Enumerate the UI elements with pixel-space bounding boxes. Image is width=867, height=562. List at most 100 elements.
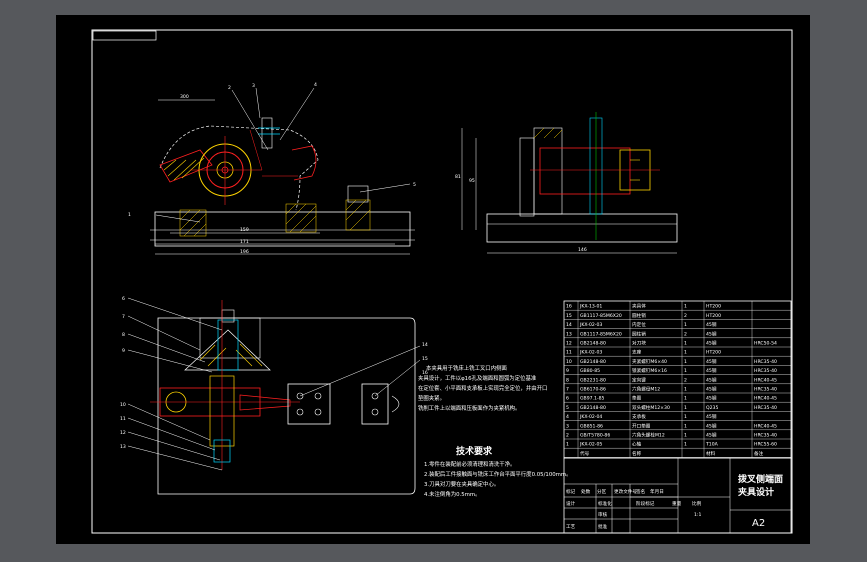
tb-label-design: 设计	[566, 500, 576, 507]
bom-cell-name: 锁紧螺钉M6×16	[632, 367, 667, 374]
bom-cell-note: HRC55-60	[754, 442, 777, 448]
bom-cell-qty: 1	[684, 359, 687, 365]
bom-cell-no: 4	[566, 414, 569, 420]
bom-cell-name: 圆柱销	[632, 330, 646, 337]
bom-cell-qty: 1	[684, 433, 687, 439]
tb-label-sign: 签名	[636, 488, 645, 495]
tb-label-standard: 标准化	[598, 500, 612, 507]
notes-block: 本夹具用于铣床上铣工叉口内侧面 夹具设计，工件以φ16孔及端面和圆弧为定位基准 …	[418, 364, 547, 412]
bom-cell-name: 开口垫圈	[632, 422, 651, 429]
balloon-p16: 16	[422, 370, 428, 376]
tb-label-zone: 分区	[597, 488, 607, 495]
dim-146: 146	[578, 247, 587, 253]
balloon-p14: 14	[422, 342, 428, 348]
bom-cell-name: 六角螺母M12	[632, 386, 660, 393]
bom-cell-material: 45钢	[706, 376, 717, 383]
dim-159: 159	[240, 227, 249, 233]
bom-cell-code: GB1117-85M6X20	[580, 331, 622, 337]
dim-171: 171	[240, 239, 249, 245]
drawing-sheet	[56, 15, 810, 544]
balloon-p11: 11	[120, 416, 126, 422]
bom-cell-material: HT200	[706, 313, 721, 319]
tech-item-2: 2.装配后工件接触面与铣床工作台平面平行度0.05/100mm。	[424, 470, 572, 478]
bom-cell-code: GB1117-85M6X20	[580, 313, 622, 319]
bom-cell-material: 45钢	[706, 367, 717, 374]
bom-cell-note: HRC35-40	[754, 368, 777, 374]
bom-cell-no: 8	[566, 377, 569, 383]
bom-cell-code: GB97.1-85	[580, 396, 605, 402]
bom-cell-name: 对刀块	[632, 340, 646, 347]
base-plate	[154, 211, 411, 247]
bom-cell-qty: 1	[684, 414, 687, 420]
tb-label-mark: 标记	[566, 488, 576, 495]
sheet-size: A2	[752, 518, 765, 529]
bom-cell-qty: 1	[684, 304, 687, 310]
bom-cell-code: JKX-02-03	[579, 350, 602, 356]
bom-cell-material: 45钢	[706, 386, 717, 393]
bom-cell-qty: 2	[684, 377, 687, 383]
plan-base	[157, 317, 416, 495]
bom-cell-qty: 1	[684, 387, 687, 393]
bom-cell-code: GB/T5780-86	[580, 433, 610, 439]
side-workpiece	[539, 147, 631, 195]
fork-outline	[159, 125, 319, 211]
bom-cell-material: 45钢	[706, 432, 717, 439]
bom-header-name: 名称	[632, 450, 642, 457]
bom-cell-qty: 2	[684, 313, 687, 319]
balloon-p8: 8	[122, 332, 125, 338]
bom-cell-code: GB851-86	[580, 423, 603, 429]
dim-196: 196	[240, 249, 249, 255]
balloon-p6: 6	[122, 296, 125, 302]
bom-cell-name: 六角头螺栓M12	[632, 432, 665, 439]
bom-cell-code: GB2148-80	[580, 359, 606, 365]
bom-cell-qty: 1	[684, 442, 687, 448]
bom-cell-qty: 1	[684, 405, 687, 411]
balloon-p13: 13	[120, 444, 126, 450]
balloon-e2: 2	[228, 85, 231, 91]
tb-label-process: 工艺	[566, 524, 576, 530]
bom-cell-name: 垫圈	[632, 395, 642, 402]
dim-81: 81	[455, 174, 461, 180]
bom-cell-no: 15	[566, 313, 572, 319]
bom-cell-name: 支承板	[632, 413, 646, 420]
dim-300: 300	[180, 94, 189, 100]
bom-cell-note: HRC40-45	[754, 396, 777, 402]
bom-cell-material: T10A	[705, 442, 719, 448]
bom-cell-material: 45钢	[706, 358, 717, 365]
balloon-e3: 3	[252, 83, 255, 89]
fork-arm-red	[159, 149, 213, 183]
bom-cell-material: HT200	[706, 304, 721, 310]
tb-label-scale: 比例	[692, 500, 702, 507]
balloon-p15: 15	[422, 356, 428, 362]
tech-item-3: 3.刀具对刀要在夹具确定中心。	[424, 480, 499, 488]
bom-cell-material: 45钢	[706, 413, 717, 420]
bom-cell-name: 圆柱销	[632, 312, 646, 319]
side-hatch	[533, 127, 563, 139]
side-base	[486, 213, 678, 243]
bom-cell-code: GB6170-86	[580, 387, 606, 393]
bom-cell-qty: 1	[684, 423, 687, 429]
balloon-e1: 1	[128, 212, 131, 218]
bom-cell-material: 45钢	[706, 330, 717, 337]
bom-cell-no: 13	[566, 331, 572, 337]
elevation-view: 1 2 3 4 5 300 159 171 196	[128, 82, 416, 255]
tb-label-date: 年月日	[650, 488, 664, 495]
bom-cell-no: 5	[566, 405, 569, 411]
hatch-block-right	[345, 199, 371, 231]
bom-cell-name: 双头螺柱M12×30	[632, 404, 670, 411]
bom-cell-note: HRC50-54	[754, 341, 777, 347]
tb-label-weight: 重量	[672, 500, 682, 507]
corner-code-box	[92, 30, 157, 41]
plan-view: 6 7 8 9 10 11 12 13 14 15 16	[120, 296, 428, 495]
bom-cell-note: HRC40-45	[754, 423, 777, 429]
balloon-e5: 5	[413, 182, 416, 188]
bom-cell-name: 心轴	[632, 441, 642, 448]
balloon-p9: 9	[122, 348, 125, 354]
tb-label-count: 处数	[581, 488, 591, 495]
note-line-4: 垫圈夹紧。	[418, 394, 445, 402]
bom-cell-name: 夹具体	[632, 303, 646, 310]
tb-scale-value: 1:1	[694, 512, 701, 518]
note-line-3: 在定位套、小平面和支承板上实现完全定位，并由开口	[418, 384, 547, 392]
tb-label-review: 审核	[598, 511, 608, 518]
